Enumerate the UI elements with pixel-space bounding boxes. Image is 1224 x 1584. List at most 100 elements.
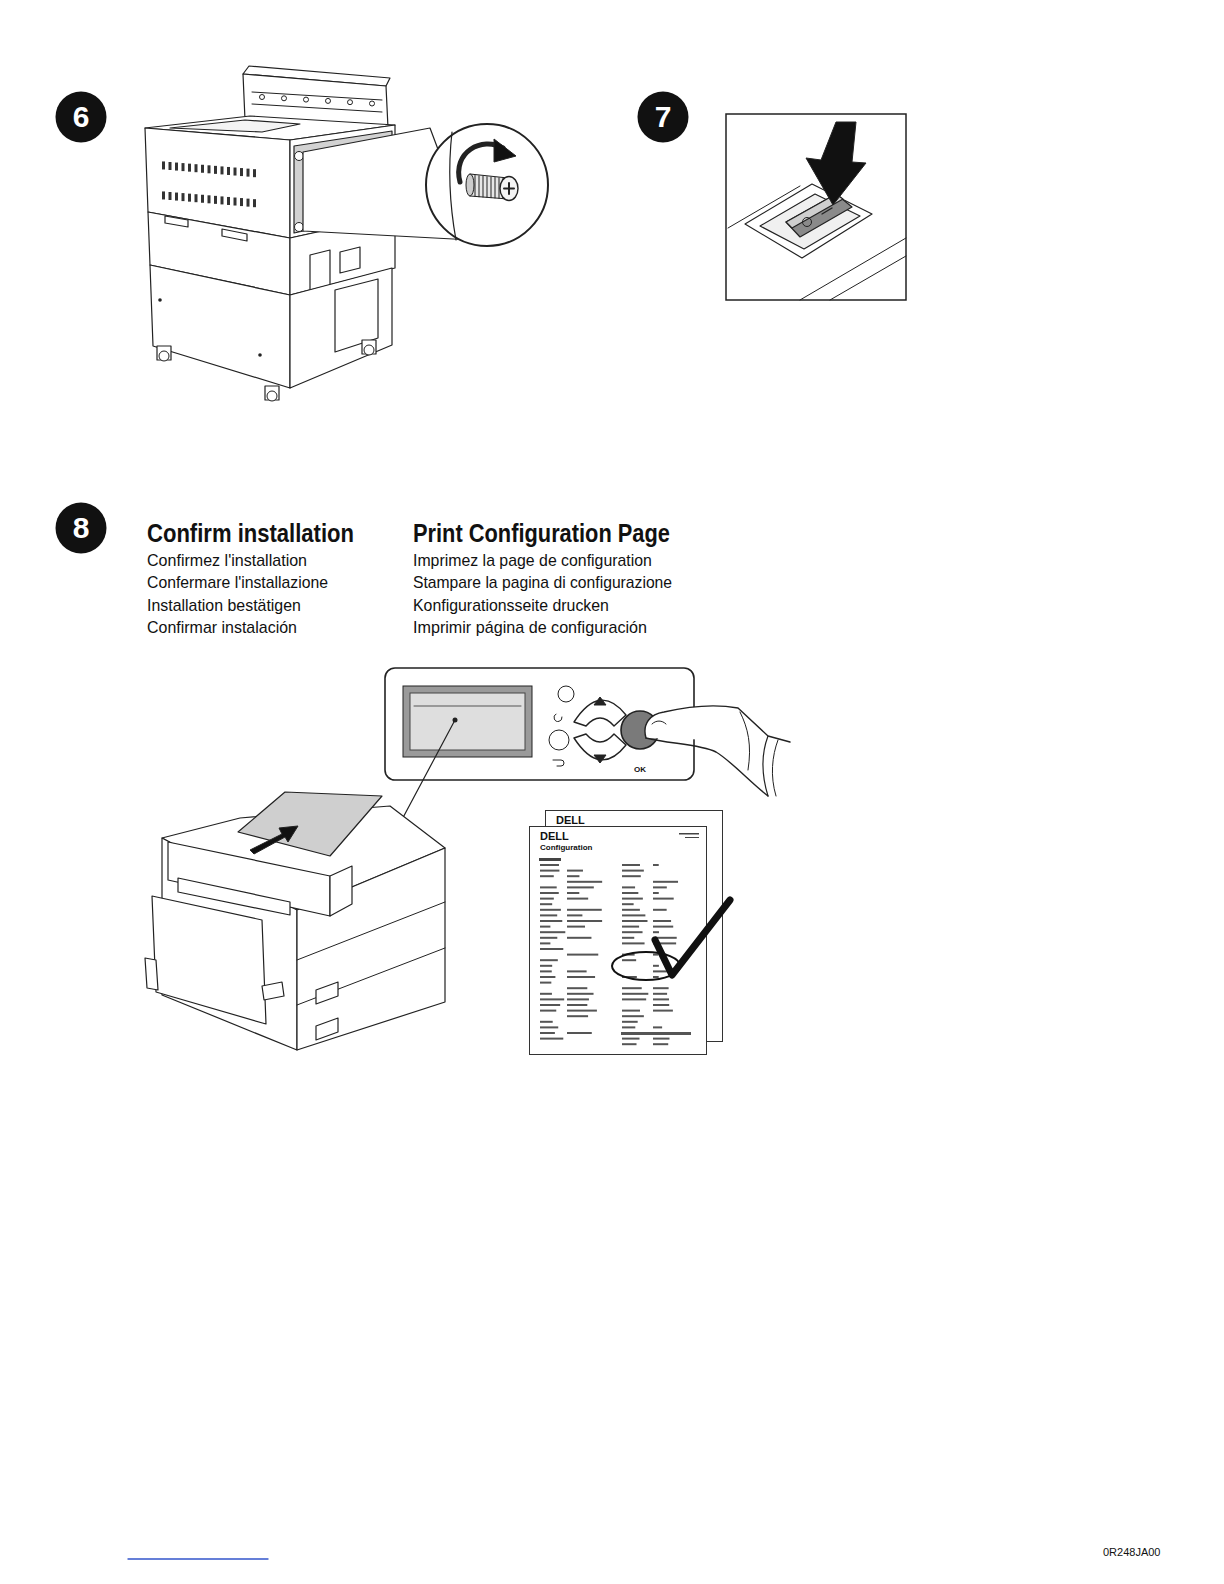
- text-line: [540, 898, 554, 900]
- power-saver-button: [558, 686, 574, 702]
- finisher-roller: [260, 95, 265, 100]
- caster-wheel: [159, 351, 169, 361]
- back-icon: [553, 760, 564, 766]
- output-tray: [170, 120, 300, 132]
- text-line: [622, 909, 640, 911]
- text-line: [653, 1043, 668, 1045]
- step-number: 7: [637, 91, 689, 143]
- text-line: [622, 875, 641, 877]
- finisher-roller: [370, 101, 375, 106]
- thumb-screw-ring: [466, 174, 474, 196]
- finisher-slot: [252, 92, 382, 100]
- vent-slot: [227, 197, 230, 205]
- finisher-roller: [348, 100, 353, 105]
- tray-latch: [262, 982, 284, 1000]
- section-heading: Confirm installation: [147, 519, 354, 549]
- text-line: [567, 976, 595, 978]
- panel-edge: [450, 132, 456, 240]
- step-number: 6: [55, 91, 107, 143]
- knurl-line: [491, 177, 492, 198]
- knurl-line: [479, 176, 480, 197]
- text-line: [540, 886, 557, 888]
- vent-slot: [195, 194, 198, 202]
- step-number-text: 7: [655, 100, 672, 135]
- tray-handle: [316, 982, 338, 1004]
- caster-wheel: [267, 391, 277, 401]
- text-line: [567, 1015, 588, 1017]
- text-line: [540, 870, 559, 872]
- caster: [265, 386, 279, 400]
- text-line: [653, 954, 658, 956]
- knurl-line: [495, 178, 496, 199]
- header-rule: [679, 833, 699, 835]
- text-line: [653, 864, 659, 866]
- text-line: [567, 993, 594, 995]
- text-line: [653, 881, 678, 883]
- text-line: [653, 970, 667, 972]
- text-line: [540, 875, 554, 877]
- handle-recess: [222, 229, 247, 241]
- rocker-switch: [786, 194, 852, 237]
- text-line: [540, 948, 563, 950]
- text-line: [653, 926, 673, 928]
- text-line: [622, 1015, 644, 1017]
- vent-slot: [169, 192, 172, 200]
- panel-screw: [295, 223, 304, 232]
- text-line: [540, 1004, 560, 1006]
- text-line: [540, 1038, 563, 1040]
- text-line: [622, 920, 647, 922]
- logo-text: DELL: [556, 814, 585, 827]
- text-line: [540, 959, 558, 961]
- text-line: [653, 1038, 670, 1040]
- vent-slot: [208, 165, 211, 173]
- text-line: [622, 937, 634, 939]
- finisher-slot: [252, 104, 382, 112]
- text-line: [653, 987, 669, 989]
- step-number: 8: [55, 502, 107, 554]
- switch-recess: [745, 184, 872, 258]
- vent-slot: [227, 167, 230, 175]
- footer-rule: [128, 1558, 268, 1559]
- text-line: [540, 1032, 555, 1034]
- printer-illustration: [145, 66, 548, 401]
- knurl-line: [475, 176, 476, 197]
- lcd-screen: [410, 693, 525, 750]
- check-mark: [655, 900, 730, 975]
- text-line: [540, 998, 564, 1000]
- section-heading: Print Configuration Page: [413, 519, 670, 549]
- text-line: [540, 909, 561, 911]
- bypass-tray: [152, 896, 266, 1024]
- vent-slot: [214, 166, 217, 174]
- connector-plate: [340, 247, 360, 273]
- text-line: [567, 898, 588, 900]
- vent-slot: [182, 193, 185, 201]
- tray-handle: [316, 1018, 338, 1040]
- step-circle: [638, 92, 689, 143]
- switch-recess-inner: [760, 194, 860, 249]
- text-line: [622, 1043, 637, 1045]
- text-line: [540, 942, 550, 944]
- text-line: [622, 1026, 635, 1028]
- translation: Confirmez l'installation: [147, 551, 307, 571]
- text-line: [622, 1038, 640, 1040]
- text-line: [653, 898, 674, 900]
- tray-seam: [297, 948, 445, 1005]
- button-icon: [554, 714, 562, 721]
- translation: Stampare la pagina di configurazione: [413, 573, 672, 593]
- vent-slot: [247, 169, 250, 177]
- text-line: [653, 892, 659, 894]
- translation: Imprimez la page de configuration: [413, 551, 652, 571]
- text-line: [567, 926, 585, 928]
- text-line: [567, 909, 602, 911]
- vent-slot: [195, 164, 198, 172]
- printed-sheet: [238, 792, 382, 856]
- text-line: [622, 926, 639, 928]
- text-line: [540, 965, 552, 967]
- magnifier-circle: [426, 124, 548, 246]
- cuff-line: [763, 736, 768, 796]
- output-housing-side: [330, 866, 352, 916]
- vent-slot: [169, 162, 172, 170]
- logo-text: DELL: [540, 830, 569, 843]
- power-switch-illustration: [726, 114, 906, 300]
